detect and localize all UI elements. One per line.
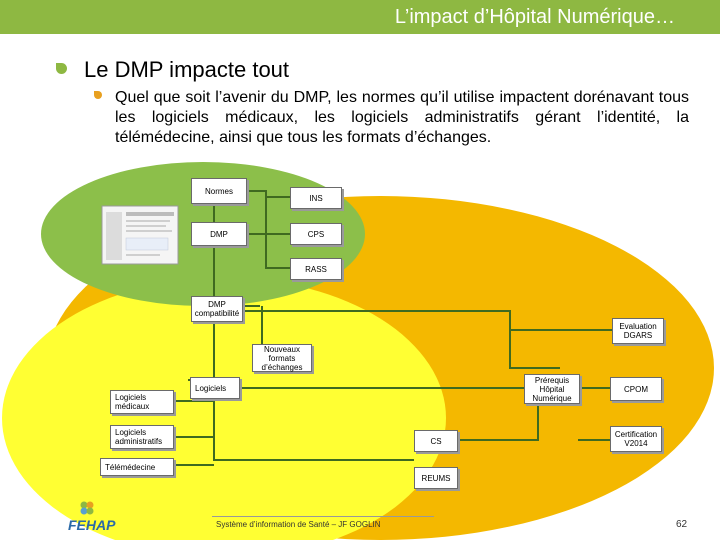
document-thumbnail	[102, 206, 178, 264]
svg-text:FEHAP: FEHAP	[68, 517, 116, 533]
footer-credit: Système d’information de Santé – JF GOGL…	[216, 520, 381, 529]
node-prerequis-hopital-numerique: Prérequis Hôpital Numérique	[524, 374, 580, 404]
node-cps: CPS	[290, 223, 342, 245]
footer-divider	[212, 516, 434, 517]
node-rass: RASS	[290, 258, 342, 280]
node-reums: REUMS	[414, 467, 458, 489]
node-cs: CS	[414, 430, 458, 452]
node-logiciels-medicaux: Logiciels médicaux	[110, 390, 174, 414]
node-dmp: DMP	[191, 222, 247, 246]
node-nouveaux-formats: Nouveaux formats d’échanges	[252, 344, 312, 372]
node-normes: Normes	[191, 178, 247, 204]
node-logiciels-administratifs: Logiciels administratifs	[110, 425, 174, 449]
page-number: 62	[676, 519, 687, 530]
node-certification-v2014: Certification V2014	[610, 426, 662, 452]
node-cpom: CPOM	[610, 377, 662, 401]
node-ins: INS	[290, 187, 342, 209]
node-telemedecine: Télémédecine	[100, 458, 174, 476]
node-evaluation-dgars: Evaluation DGARS	[612, 318, 664, 344]
node-dmp-compatibilite: DMP compatibilité	[191, 296, 243, 322]
node-logiciels: Logiciels	[190, 377, 240, 399]
fehap-logo: FEHAP	[66, 497, 128, 535]
